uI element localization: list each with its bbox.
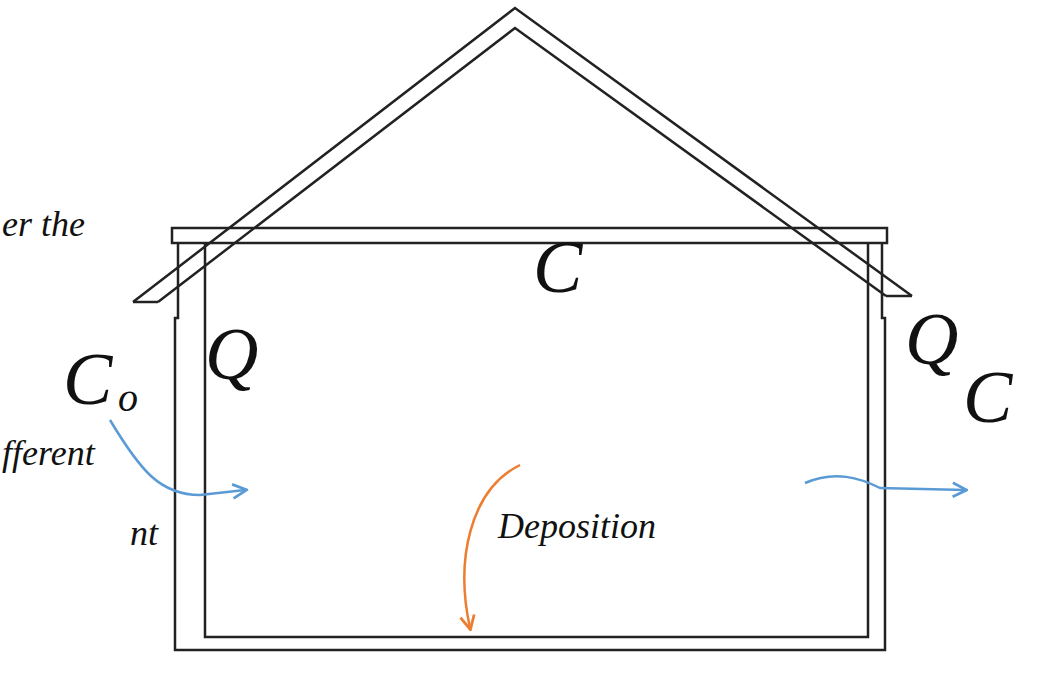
- outdoor-concentration: C: [63, 342, 112, 416]
- inflow-rate: Q: [205, 317, 258, 391]
- indoor-concentration: C: [533, 230, 582, 304]
- walls: [175, 243, 885, 650]
- slide-text-fragment: nt: [130, 515, 158, 551]
- ceiling: [172, 228, 887, 243]
- subscript: o: [118, 378, 138, 418]
- slide-text-fragment: fferent: [2, 435, 95, 471]
- outflow-arrow: [805, 476, 965, 490]
- inflow-arrow: [110, 420, 245, 495]
- outflow-rate: Q: [905, 302, 958, 376]
- slide-text-fragment: er the: [2, 206, 85, 242]
- outflow-concentration: C: [963, 360, 1012, 434]
- deposition-label: Deposition: [498, 508, 656, 544]
- roof: [133, 8, 912, 302]
- deposition-arrow: [464, 465, 520, 628]
